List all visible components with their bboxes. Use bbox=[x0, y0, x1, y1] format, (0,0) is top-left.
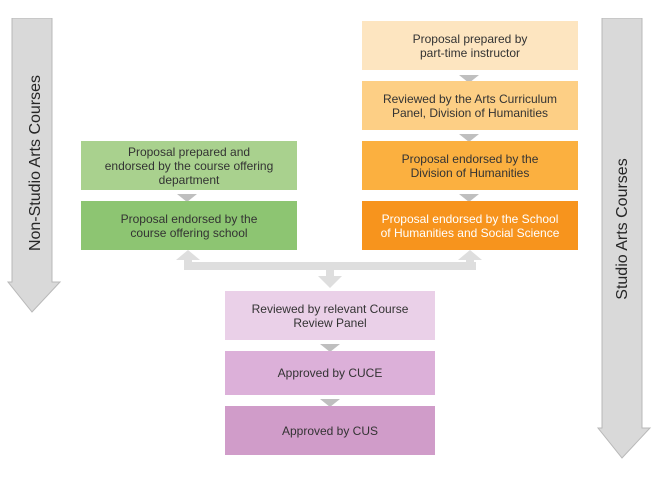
common-step-3: Approved by CUS bbox=[225, 406, 435, 455]
right-step-1: Proposal prepared by part-time instructo… bbox=[362, 21, 578, 70]
right-side-arrow-shape bbox=[596, 18, 652, 459]
right-side-arrow bbox=[596, 18, 652, 459]
chevron-common-1 bbox=[320, 344, 340, 352]
merge-connector bbox=[176, 250, 482, 288]
chevron-right-1 bbox=[459, 75, 479, 83]
left-step-2: Proposal endorsed by the course offering… bbox=[81, 201, 297, 250]
chevron-right-3 bbox=[459, 194, 479, 202]
chevron-right-2 bbox=[459, 134, 479, 142]
chevron-common-2 bbox=[320, 399, 340, 407]
common-step-2: Approved by CUCE bbox=[225, 351, 435, 395]
right-step-3: Proposal endorsed by the Division of Hum… bbox=[362, 141, 578, 190]
left-side-arrow bbox=[6, 18, 62, 313]
left-step-1: Proposal prepared and endorsed by the co… bbox=[81, 141, 297, 190]
right-step-2: Reviewed by the Arts Curriculum Panel, D… bbox=[362, 81, 578, 130]
right-step-4: Proposal endorsed by the School of Human… bbox=[362, 201, 578, 250]
common-step-1: Reviewed by relevant Course Review Panel bbox=[225, 291, 435, 340]
chevron-left-1 bbox=[177, 194, 197, 202]
left-side-arrow-shape bbox=[6, 18, 62, 313]
